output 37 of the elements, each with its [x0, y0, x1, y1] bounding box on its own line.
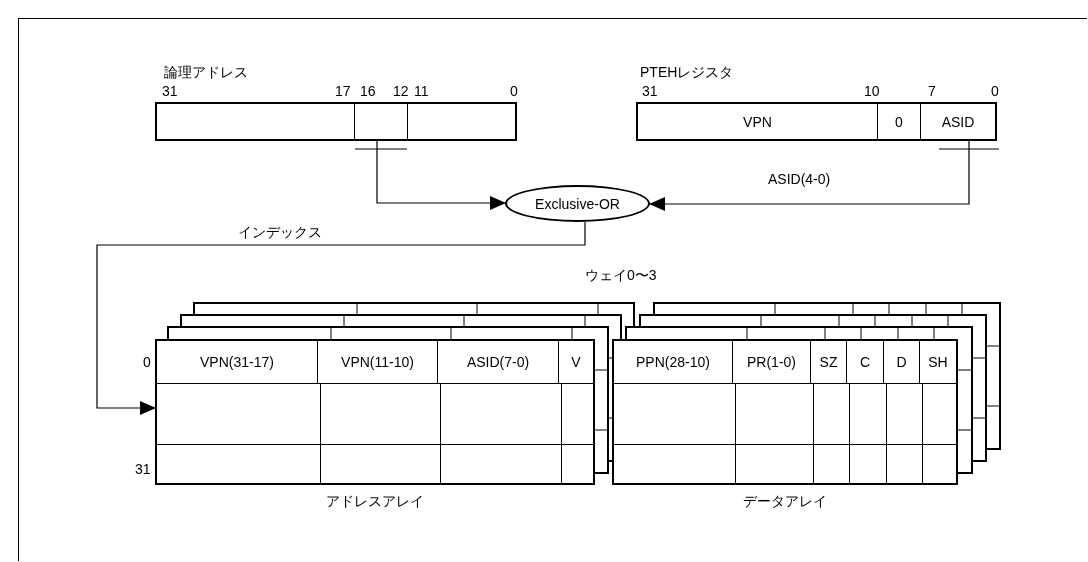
register-title: PTEHレジスタ: [640, 64, 734, 80]
register-field: ASID: [921, 104, 995, 139]
column-header: SH: [920, 341, 956, 384]
column-header: V: [559, 341, 593, 384]
array-caption: アドレスアレイ: [325, 493, 425, 509]
register-field: 0: [878, 104, 921, 139]
row-number: 0: [143, 354, 151, 370]
arrow: [376, 140, 506, 210]
bit-number: 16: [360, 83, 376, 99]
arrow: [649, 140, 970, 211]
bit-number: 0: [991, 83, 999, 99]
register-title: 論理アドレス: [164, 64, 248, 80]
column-header: VPN(31-17): [157, 341, 318, 384]
bit-field: [354, 104, 408, 139]
column-header: VPN(11-10): [318, 341, 438, 384]
column-header: C: [847, 341, 884, 384]
exclusive-or-ellipse: Exclusive-OR: [505, 185, 650, 222]
column-header: PR(1-0): [733, 341, 811, 384]
bit-number: 11: [414, 83, 429, 99]
row-number: 31: [135, 461, 151, 477]
column-header: D: [884, 341, 920, 384]
bit-number: 31: [642, 83, 658, 99]
way-label: ウェイ0〜3: [585, 267, 657, 283]
bit-number: 31: [162, 83, 178, 99]
array-caption: データアレイ: [742, 493, 828, 509]
bit-number: 10: [864, 83, 880, 99]
column-header: ASID(7-0): [438, 341, 559, 384]
column-header: SZ: [811, 341, 847, 384]
edge-label: ASID(4-0): [768, 171, 831, 187]
edge-label: インデックス: [238, 224, 322, 240]
column-header: PPN(28-10): [614, 341, 733, 384]
arrow: [96, 221, 586, 415]
bit-number: 12: [393, 83, 409, 99]
bit-number: 7: [928, 83, 936, 99]
bit-number: 17: [335, 83, 351, 99]
bit-number: 0: [510, 83, 518, 99]
register-field: VPN: [638, 104, 878, 139]
